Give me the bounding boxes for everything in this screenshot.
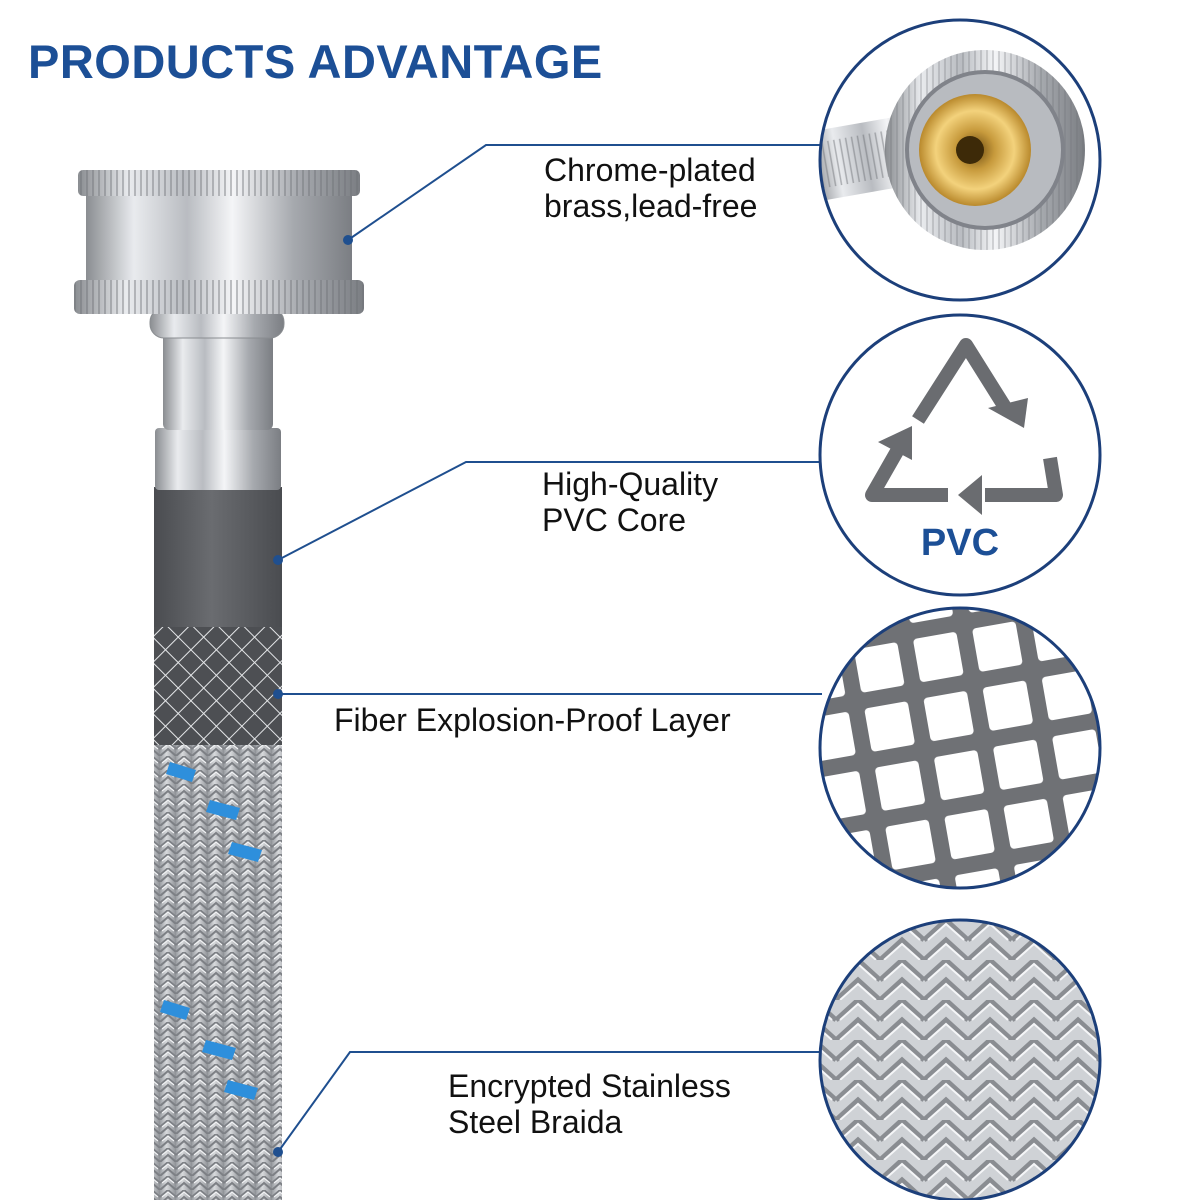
page-title: PRODUCTS ADVANTAGE — [28, 35, 603, 88]
feature-label-line: PVC Core — [542, 502, 687, 538]
brass-fitting-closeup-icon — [818, 18, 1102, 302]
feature-label-line: Encrypted Stainless — [448, 1068, 731, 1104]
feature-label-line: Chrome-plated — [544, 152, 756, 188]
feature-label-line: Fiber Explosion-Proof Layer — [334, 702, 731, 738]
feature-label-line: brass,lead-free — [544, 188, 758, 224]
feature-label-braid: Encrypted Stainless Steel Braida — [448, 1068, 731, 1140]
nut-body — [86, 192, 352, 284]
leader-line-1 — [347, 144, 820, 241]
pvc-core-section — [154, 487, 282, 627]
braid-blue-stripes — [160, 762, 262, 1100]
steel-braid-icon — [818, 918, 1102, 1200]
fiber-layer-section — [154, 627, 282, 745]
steel-braid-section — [154, 744, 282, 1200]
feature-label-brass: Chrome-plated brass,lead-free — [544, 152, 757, 224]
leader-line-2 — [277, 461, 820, 561]
pvc-badge: PVC — [921, 522, 999, 564]
leader-dots — [273, 235, 353, 1157]
feature-label-line: Steel Braida — [448, 1104, 623, 1140]
feature-label-fiber: Fiber Explosion-Proof Layer — [334, 702, 731, 738]
leader-lines — [277, 144, 822, 1153]
leader-line-4 — [277, 1051, 822, 1153]
ferrule-upper — [163, 320, 273, 430]
recycle-pvc-icon: PVC — [818, 313, 1102, 597]
ferrule-lower — [155, 428, 281, 490]
feature-label-line: High-Quality — [542, 466, 719, 502]
feature-label-pvc: High-Quality PVC Core — [542, 466, 718, 538]
hose-illustration — [74, 170, 364, 1200]
fiber-mesh-icon — [818, 606, 1102, 890]
